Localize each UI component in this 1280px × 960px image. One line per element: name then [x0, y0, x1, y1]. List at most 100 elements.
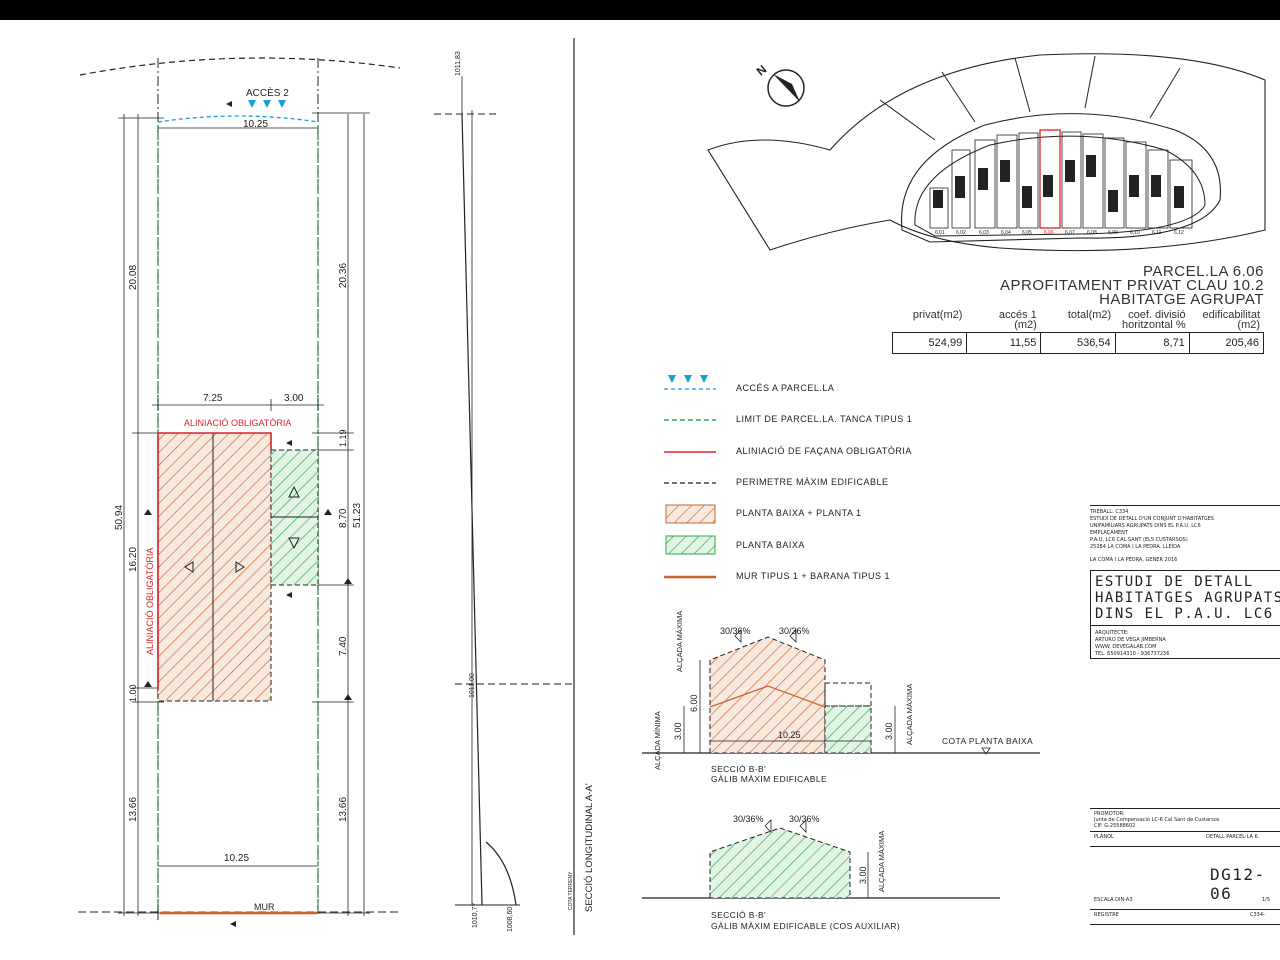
- tb-arch-0: ARQUITECTE:: [1095, 630, 1129, 636]
- plot-label-607: 6,07: [1065, 230, 1075, 236]
- plot-label-608: 6,08: [1087, 230, 1097, 236]
- tb2-plan-name: DETALL PARCEL·LA 6.: [1206, 834, 1260, 840]
- dim-left-lower: 13.66: [128, 797, 139, 822]
- section-bb2-slope-marker-right: [799, 819, 807, 833]
- section-bb-slope-right: 30/36%: [779, 626, 810, 636]
- summary-value-total: 536,54: [1040, 333, 1114, 353]
- dim-h-left: 7.25: [203, 393, 223, 404]
- keymap-plot-labels: 6,01 6,02 6,03 6,04 6,05 6,06 6,07 6,08 …: [935, 230, 1184, 236]
- section-bb-ground-marker: [981, 747, 991, 755]
- keymap-inner-ring2: [914, 135, 1206, 237]
- dim-left-total: 50.94: [114, 505, 125, 530]
- section-bb-dim-3: 3.00: [673, 722, 683, 740]
- north-label: N: [754, 62, 770, 78]
- section-aa-level-top: 1011,83: [455, 51, 462, 76]
- plot-label-601: 6,01: [935, 230, 945, 236]
- summary-header-coef: coef. divisió horitzontal %: [1122, 309, 1186, 331]
- section-bb-caption2: GÀLIB MÀXIM EDIFICABLE: [711, 774, 827, 784]
- dim-right-upper: 20.36: [338, 263, 349, 288]
- section-aa: 1011,83 1011,00 1010,77 1008,60 COTA TER…: [434, 38, 595, 935]
- tb2-promotor-0: PROMOTOR:: [1094, 811, 1125, 817]
- plot-label-602: 6,02: [956, 230, 966, 236]
- tb-line-4: P.A.U. LC6 CAL SANT (ELS CUSTARSOS): [1090, 537, 1188, 543]
- tb2-scale-label: ESCALA DIN-A3: [1094, 897, 1133, 903]
- summary-title-2: APROFITAMENT PRIVAT CLAU 10.2: [999, 277, 1264, 294]
- section-bb-dim-width: 10.25: [778, 730, 801, 740]
- legend-sym-green-hatch: [665, 535, 716, 555]
- summary-value-access: 11,55: [966, 333, 1040, 353]
- tb-line-1: ESTUDI DE DETALL D'UN CONJUNT D'HABITATG…: [1090, 516, 1214, 522]
- keymap-plots: [929, 129, 1193, 229]
- section-bb-aux: 30/36% 30/36% 3.00 ALÇADA MÀXIMA SECCIÓ …: [642, 814, 1000, 931]
- dim-right-lower2: 13.66: [338, 797, 349, 822]
- access-triangles: [248, 100, 286, 108]
- tb2-plan-label: PLÀNOL: [1094, 834, 1114, 840]
- legend-sym-access: [668, 375, 708, 383]
- plot-label-612: 6,12: [1174, 230, 1184, 236]
- section-bb2-slope-right: 30/36%: [789, 814, 820, 824]
- street-curve: [79, 57, 401, 76]
- section-bb: 30/36% 30/36% ALÇADA MÀXIMA ALÇADA MÍNIM…: [642, 611, 1040, 784]
- section-bb2-caption2: GÀLIB MÀXIM EDIFICABLE (COS AUXILIAR): [711, 921, 900, 931]
- section-bb2-slope-left: 30/36%: [733, 814, 764, 824]
- section-markers: [144, 440, 352, 927]
- legend-label-wall: MUR TIPUS 1 + BARANA TIPUS 1: [736, 571, 890, 581]
- legend-label-ground-floor: PLANTA BAIXA: [736, 540, 805, 550]
- tb2-scale-value: 1/5: [1262, 897, 1271, 903]
- tb2-promotor: PROMOTOR: Junta de Compensació LC-6 Cal …: [1090, 808, 1280, 832]
- section-bb-slope-left: 30/36%: [720, 626, 751, 636]
- tb-big-2: DINS EL P.A.U. LC6: [1095, 606, 1274, 622]
- plot-label-606: 6,06: [1044, 230, 1054, 236]
- summary-title-1: PARCEL.LA 6.06: [1143, 263, 1264, 280]
- dim-left-small: 1.00: [128, 684, 138, 702]
- tb2-scale: ESCALA DIN-A3 1/5: [1090, 895, 1280, 910]
- section-bb-ground-label: COTA PLANTA BAIXA: [942, 736, 1033, 746]
- legend-label-two-storey: PLANTA BAIXA + PLANTA 1: [736, 508, 861, 518]
- roof-slope-arrows: [184, 485, 300, 573]
- section-bb2-volume: [709, 827, 851, 899]
- plot-label-605: 6,05: [1022, 230, 1032, 236]
- tb2-register-label: REGISTRE: [1094, 912, 1119, 918]
- dim-left-upper: 20.08: [128, 265, 139, 290]
- plot-label-611: 6,11: [1152, 230, 1162, 236]
- key-map: N: [707, 53, 1266, 252]
- dim-right-mid: 8.70: [338, 508, 349, 528]
- dim-right-total: 51.23: [352, 503, 363, 528]
- section-aa-level-bottom2: 1008,60: [507, 907, 514, 932]
- tb-arch-2: WWW. DEVEGALAB.COM: [1095, 644, 1157, 650]
- legend-label-access: ACCÉS A PARCEL.LA: [736, 383, 834, 393]
- summary-value-private: 524,99: [928, 337, 963, 349]
- alignment-side-label: ALINIACIÓ OBLIGATÒRIA: [145, 548, 155, 655]
- plot-label-610: 6,10: [1130, 230, 1140, 236]
- section-bb2-slope-marker-left: [764, 819, 772, 833]
- section-aa-level-mid: 1011,00: [469, 673, 476, 698]
- plot-label-603: 6,03: [979, 230, 989, 236]
- summary-header-access: accés 1 (m2): [998, 309, 1037, 331]
- legend-label-perimeter: PERIMETRE MÀXIM EDIFICABLE: [736, 477, 889, 487]
- mandatory-alignment-line: [157, 432, 272, 690]
- section-bb-dim-3-right: 3.00: [884, 722, 894, 740]
- dim-bottom-width: 10.25: [224, 853, 249, 864]
- section-aa-bottom-curve: [485, 841, 517, 906]
- summary-header-total: total(m2): [1067, 309, 1112, 321]
- summary-headers: privat(m2) accés 1 (m2) total(m2) coef. …: [892, 309, 1264, 331]
- tb-line-6: LA COMA I LA PEDRA, GENER 2016: [1090, 557, 1178, 563]
- legend-symbols: [664, 375, 716, 579]
- top-border-bar: [0, 0, 1280, 20]
- dim-right-lower1: 7.40: [338, 636, 349, 656]
- title-block-lower: PROMOTOR: Junta de Compensació LC-6 Cal …: [1090, 808, 1280, 938]
- summary-header-buildability: edificabilitat (m2): [1202, 309, 1261, 331]
- summary-header-private: privat(m2): [912, 309, 963, 321]
- section-bb-slope-marker-left: [734, 629, 742, 643]
- tb-arch-1: ARTURO DE VEGA JIMBERNA: [1095, 637, 1166, 643]
- section-bb-caption1: SECCIÓ B-B': [711, 764, 766, 774]
- tb2-drawing-code: DG12-06: [1210, 865, 1266, 903]
- dim-left-mid: 16.20: [128, 547, 139, 572]
- legend-sym-orange-hatch: [665, 504, 716, 524]
- dim-right-small: 1.19: [338, 429, 348, 447]
- summary-values-row: 524,99 11,55 536,54 8,71 205,46: [892, 332, 1264, 354]
- summary-title-3: HABITATGE AGRUPAT: [1099, 291, 1264, 308]
- section-bb-max-height: ALÇADA MÀXIMA: [675, 611, 684, 672]
- keymap-outline: [707, 53, 1266, 252]
